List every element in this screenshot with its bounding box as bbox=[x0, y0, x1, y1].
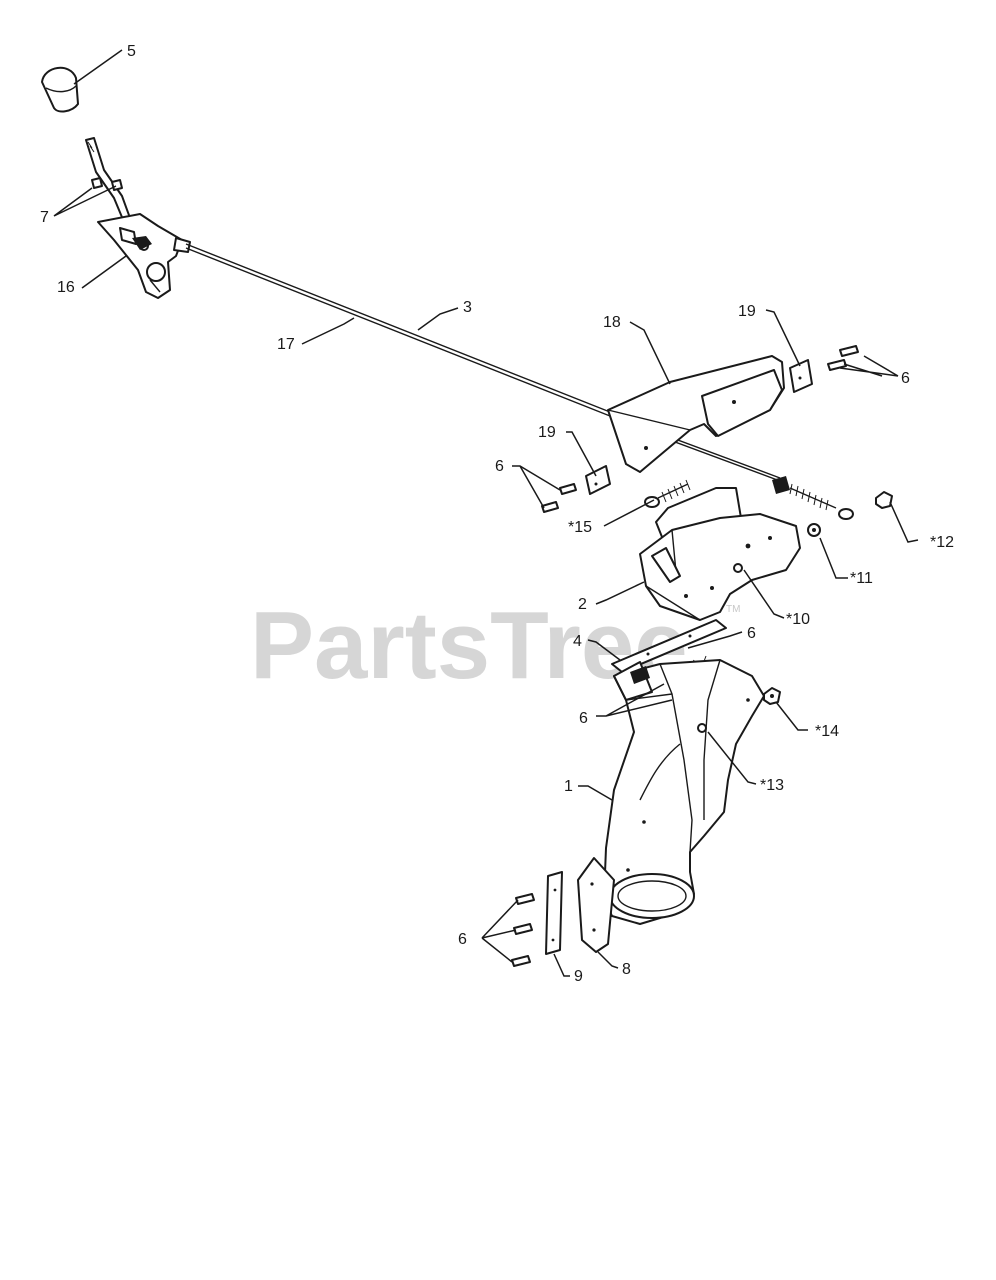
callout-6-mid-left: 6 bbox=[495, 458, 504, 475]
part-support-plate-8[interactable] bbox=[577, 857, 615, 953]
part-chute-deflector[interactable] bbox=[639, 487, 801, 621]
callout-11: *11 bbox=[850, 570, 873, 587]
part-screws-bottom[interactable] bbox=[511, 893, 535, 967]
callout-1: 1 bbox=[564, 778, 573, 795]
callout-16: 16 bbox=[57, 279, 75, 296]
leader-lines bbox=[53, 49, 919, 977]
callout-19-left: 19 bbox=[538, 424, 556, 441]
callout-3: 3 bbox=[463, 299, 472, 316]
callout-14: *14 bbox=[815, 723, 839, 740]
part-strap-9[interactable] bbox=[545, 871, 563, 955]
callout-8: 8 bbox=[622, 961, 631, 978]
callout-19-right: 19 bbox=[738, 303, 756, 320]
callout-6-top-right: 6 bbox=[901, 370, 910, 387]
part-nut-14[interactable] bbox=[763, 687, 781, 705]
part-rod-guide-cover[interactable] bbox=[607, 355, 785, 473]
part-chute-control-rod[interactable] bbox=[185, 243, 781, 482]
part-discharge-chute[interactable] bbox=[603, 659, 765, 925]
callout-15: *15 bbox=[568, 519, 592, 536]
part-spacer-plate-left[interactable] bbox=[585, 465, 611, 495]
part-nut-12[interactable] bbox=[875, 491, 893, 509]
callout-6-bottom: 6 bbox=[458, 931, 467, 948]
part-knob[interactable] bbox=[41, 67, 79, 113]
watermark-text: PartsTree bbox=[250, 592, 688, 699]
part-lever-bracket[interactable] bbox=[97, 213, 191, 299]
callout-4: 4 bbox=[573, 633, 582, 650]
callout-6-chute-left: 6 bbox=[579, 710, 588, 727]
part-tension-spring[interactable] bbox=[644, 479, 691, 508]
part-spacer-plate-right[interactable] bbox=[789, 359, 813, 393]
callout-5: 5 bbox=[127, 43, 136, 60]
callout-9: 9 bbox=[574, 968, 583, 985]
callout-12: *12 bbox=[930, 534, 954, 551]
part-washer-11[interactable] bbox=[807, 523, 821, 537]
callout-13: *13 bbox=[760, 777, 784, 794]
part-screws-top-right[interactable] bbox=[827, 345, 859, 371]
part-shim-plate[interactable] bbox=[611, 619, 727, 673]
callout-17: 17 bbox=[277, 336, 295, 353]
callout-6-deflector: 6 bbox=[747, 625, 756, 642]
callout-18: 18 bbox=[603, 314, 621, 331]
watermark-trademark: TM bbox=[726, 604, 740, 615]
part-rod-spring-eyebolt[interactable] bbox=[772, 476, 854, 520]
callout-2: 2 bbox=[578, 596, 587, 613]
callout-7: 7 bbox=[40, 209, 49, 226]
callout-10: *10 bbox=[786, 611, 810, 628]
part-screws-mid-left[interactable] bbox=[541, 483, 577, 513]
